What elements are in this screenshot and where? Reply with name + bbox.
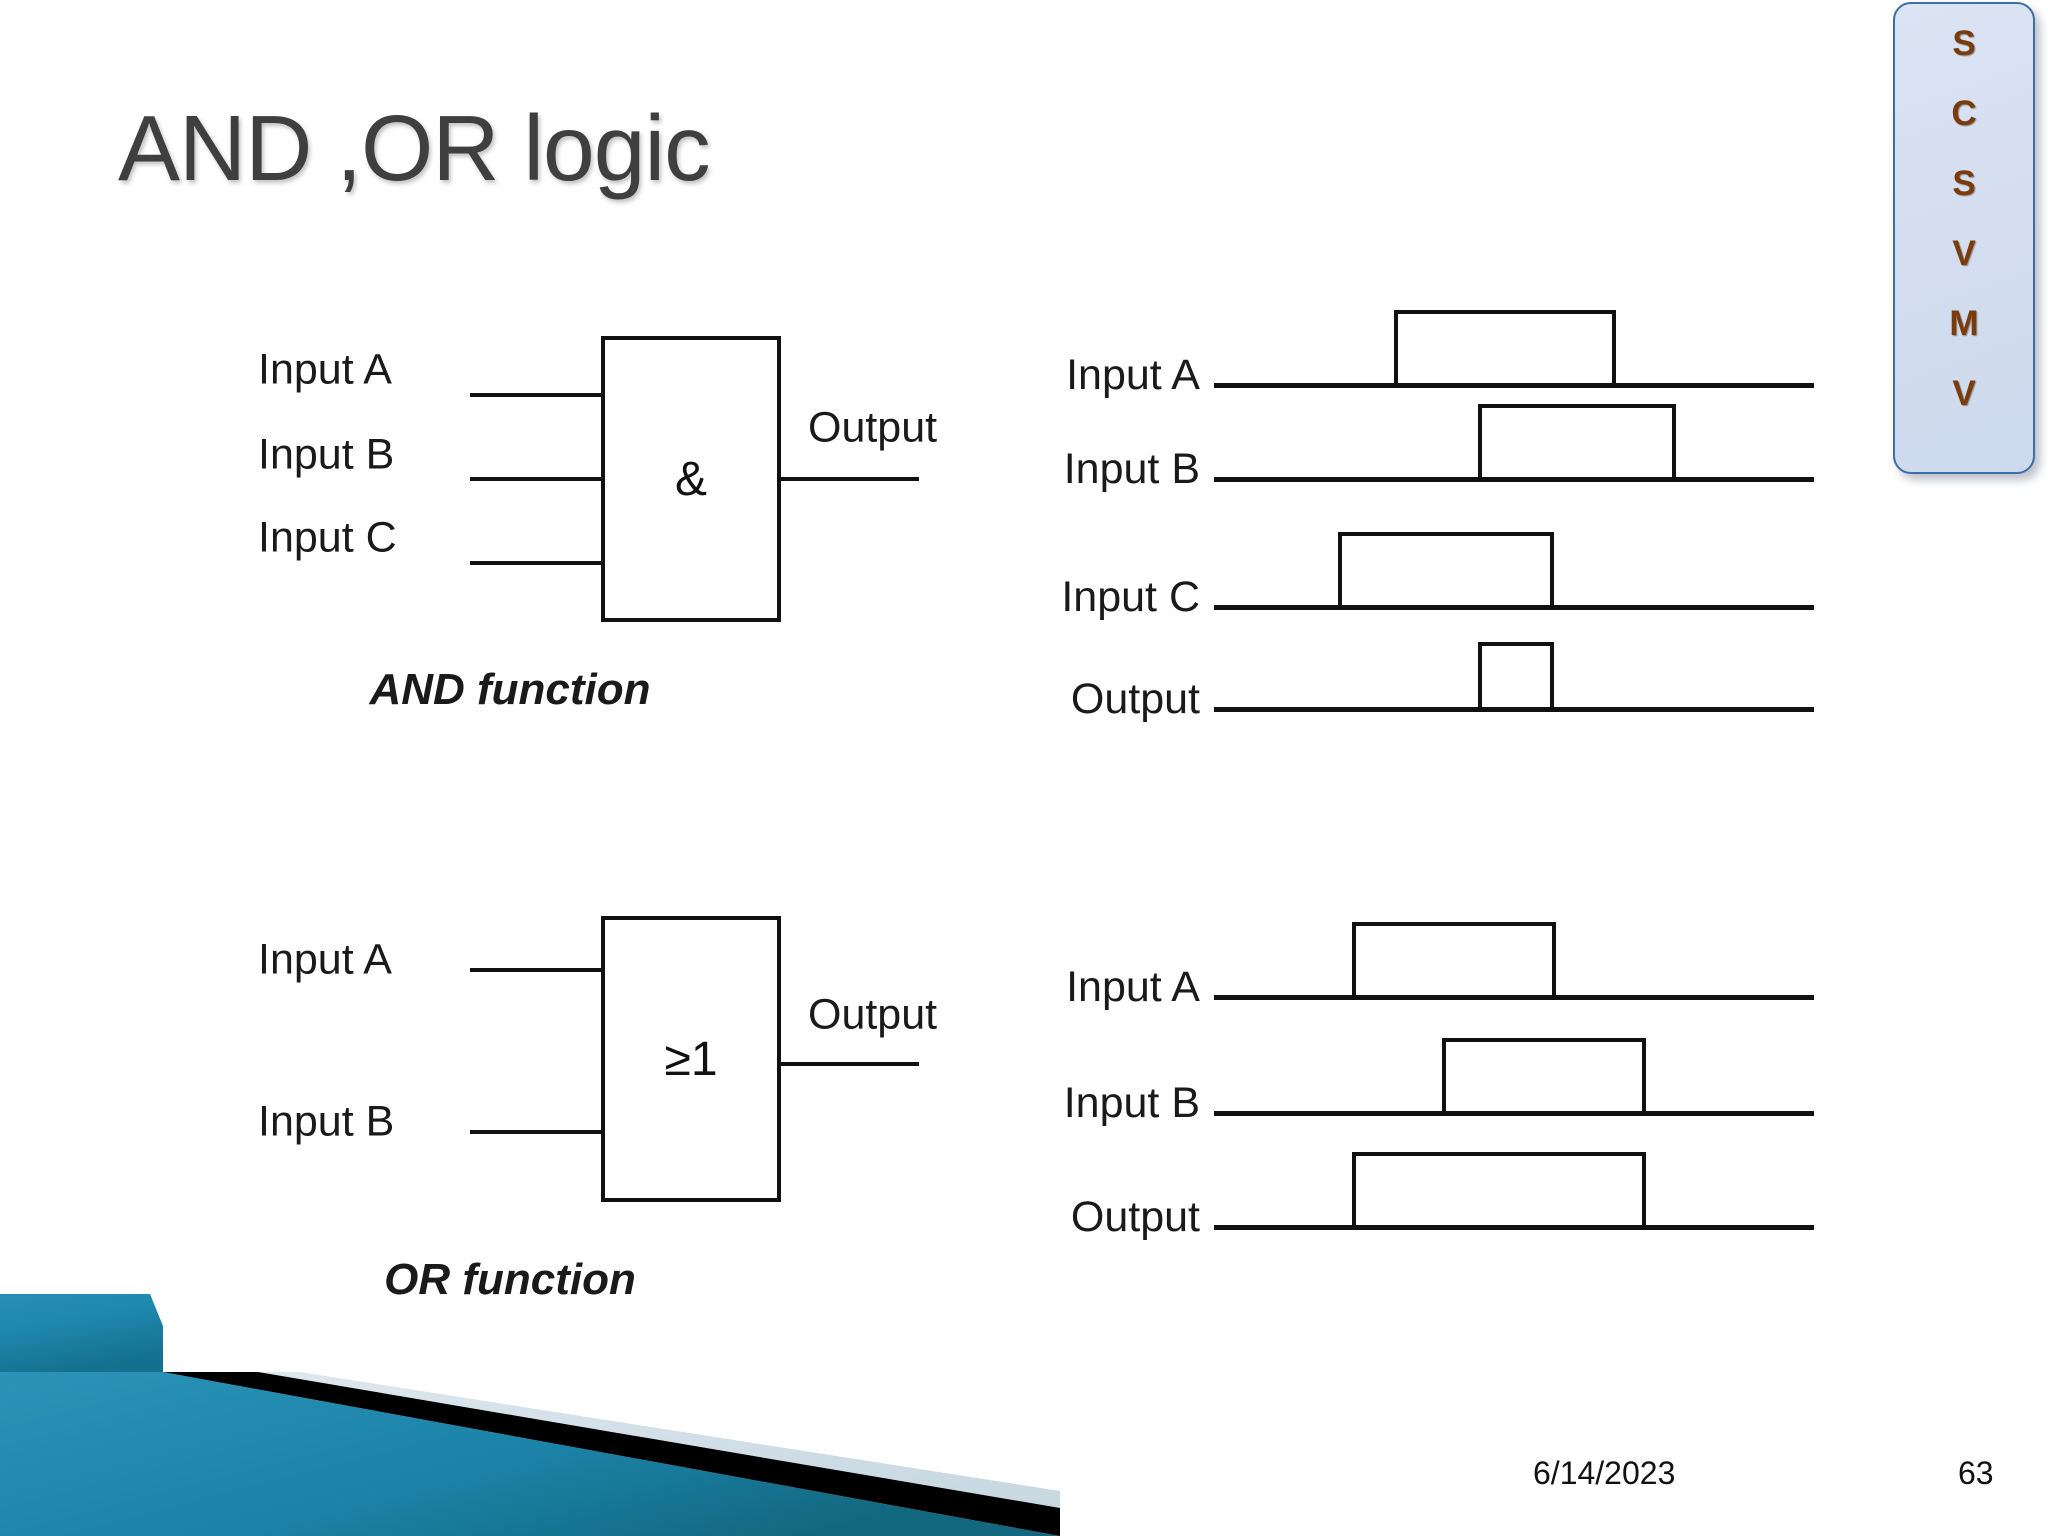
or-input-b-label: Input B [258, 1097, 395, 1146]
or-timing-label-a: Input A [1066, 963, 1200, 1011]
and-function-caption: AND function [369, 665, 651, 714]
and-input-b-wire [470, 477, 603, 481]
and-input-a-wire [470, 393, 603, 397]
badge-letter: S [1952, 24, 1976, 63]
or-timing-baseline-a [1214, 995, 1814, 1000]
and-timing-baseline-a [1214, 383, 1814, 388]
badge-letter: C [1951, 94, 1977, 133]
or-timing-pulse-output [1352, 1152, 1646, 1230]
or-timing-row-output: Output [1071, 1150, 1814, 1241]
and-timing-row-c: Input C [1061, 530, 1814, 621]
vertical-letters-badge: S C S V M V [1893, 2, 2035, 474]
footer-page-number: 63 [1958, 1455, 1994, 1491]
or-timing-diagram: Input A Input B Output [1064, 880, 1814, 1300]
and-timing-pulse-b [1478, 404, 1676, 482]
and-gate-symbol: & [674, 452, 707, 506]
and-timing-pulse-a [1394, 310, 1616, 388]
badge-letter: V [1952, 374, 1976, 413]
and-input-c-wire [470, 561, 603, 565]
or-input-b-wire [470, 1130, 603, 1134]
or-input-a-wire [470, 968, 603, 972]
footer-date: 6/14/2023 [1533, 1455, 1676, 1491]
or-timing-label-output: Output [1070, 1193, 1200, 1241]
or-input-a-label: Input A [258, 935, 392, 984]
or-timing-label-b: Input B [1063, 1079, 1200, 1127]
or-gate-box: ≥1 [601, 916, 781, 1202]
and-timing-pulse-output [1478, 642, 1554, 712]
or-timing-row-a: Input A [1066, 920, 1814, 1011]
or-output-label: Output [808, 990, 938, 1039]
or-timing-baseline-output [1214, 1225, 1814, 1230]
and-gate-box: & [601, 336, 781, 622]
or-timing-row-b: Input B [1064, 1036, 1814, 1127]
and-timing-label-output: Output [1070, 675, 1200, 723]
and-output-label: Output [808, 403, 938, 452]
and-timing-row-a: Input A [1066, 308, 1814, 399]
and-timing-row-b: Input B [1064, 402, 1814, 493]
or-timing-baseline-b [1214, 1111, 1814, 1116]
and-input-a-label: Input A [258, 345, 392, 394]
and-input-b-label: Input B [258, 430, 395, 479]
badge-letter: M [1949, 304, 1979, 343]
badge-letter: V [1952, 234, 1976, 273]
or-gate-schematic: Input A Input B ≥1 Output OR function [0, 0, 1000, 1400]
and-timing-baseline-output [1214, 707, 1814, 712]
and-timing-baseline-b [1214, 477, 1814, 482]
and-timing-row-output: Output [1071, 640, 1814, 723]
or-timing-pulse-a [1352, 922, 1556, 1000]
and-timing-label-a: Input A [1066, 351, 1200, 399]
or-output-wire [781, 1062, 919, 1066]
and-timing-pulse-c [1338, 532, 1554, 610]
or-gate-symbol: ≥1 [664, 1032, 718, 1086]
and-timing-diagram: Input A Input B Input C Output [1061, 230, 1814, 740]
or-timing-pulse-b [1442, 1038, 1646, 1116]
or-function-caption: OR function [384, 1255, 636, 1304]
and-output-wire [781, 477, 919, 481]
and-timing-baseline-c [1214, 605, 1814, 610]
and-timing-label-b: Input B [1063, 445, 1200, 493]
and-input-c-label: Input C [258, 513, 397, 562]
page-title: AND ,OR logic [118, 96, 711, 200]
and-timing-label-c: Input C [1061, 573, 1200, 621]
and-gate-schematic: Input A Input B Input C & Output AND fun… [0, 0, 1000, 760]
badge-letter: S [1952, 164, 1976, 203]
